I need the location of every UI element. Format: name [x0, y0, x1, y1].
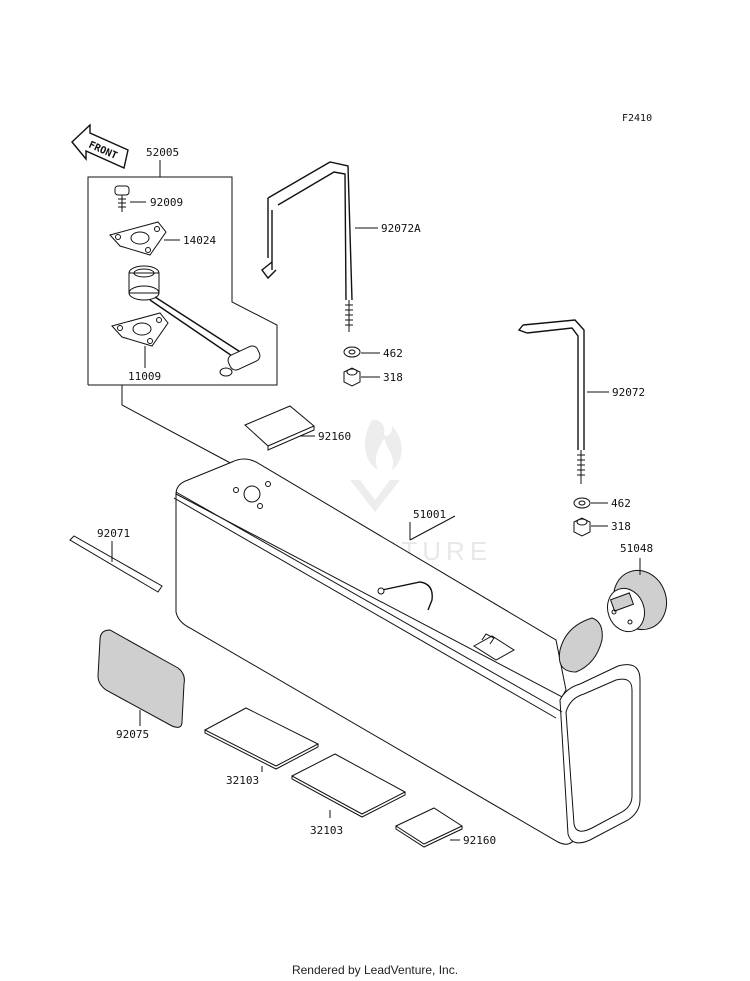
label-32103-a: 32103 [226, 774, 259, 787]
nut-318-a: 318 [343, 367, 403, 387]
label-51001: 51001 [413, 508, 446, 521]
label-318-a: 318 [383, 371, 403, 384]
label-32103-b: 32103 [310, 824, 343, 837]
label-92072: 92072 [612, 386, 645, 399]
washer-462-b: 462 [573, 497, 631, 510]
label-51048: 51048 [620, 542, 653, 555]
label-92071: 92071 [97, 527, 130, 540]
fuel-cap-51048: 51048 [606, 542, 667, 633]
label-14024: 14024 [183, 234, 216, 247]
washer-462-a: 462 [343, 346, 403, 360]
figure-id: F2410 [622, 113, 652, 124]
pad-32103-a: 32103 [203, 707, 320, 787]
fuel-sender-11009: 11009 [111, 265, 261, 383]
label-92160-a: 92160 [318, 430, 351, 443]
pad-92160-top: 92160 [244, 405, 351, 451]
leader-52005-to-tank [121, 385, 237, 467]
pad-92160-bottom: 92160 [394, 807, 496, 848]
label-462-a: 462 [383, 347, 403, 360]
strap-92072: 92072 [517, 319, 645, 484]
label-462-b: 462 [611, 497, 631, 510]
strip-92071: 92071 [69, 527, 163, 593]
front-arrow-icon: FRONT [71, 123, 129, 169]
pad-32103-b: 32103 [290, 753, 407, 837]
fuel-tank-51001: 51001 [173, 458, 641, 845]
footer-credit: Rendered by LeadVenture, Inc. [291, 963, 459, 977]
label-52005: 52005 [146, 146, 179, 159]
label-318-b: 318 [611, 520, 631, 533]
label-92009: 92009 [150, 196, 183, 209]
pad-92075: 92075 [97, 629, 185, 741]
label-11009: 11009 [128, 370, 161, 383]
label-92160-b: 92160 [463, 834, 496, 847]
gasket-14024: 14024 [109, 221, 216, 256]
assembly-52005-outline: 52005 [87, 146, 278, 386]
nut-318-b: 318 [573, 517, 631, 537]
label-92075: 92075 [116, 728, 149, 741]
bolt-92009: 92009 [114, 185, 183, 212]
label-92072A: 92072A [381, 222, 421, 235]
strap-92072A: 92072A [261, 161, 421, 332]
